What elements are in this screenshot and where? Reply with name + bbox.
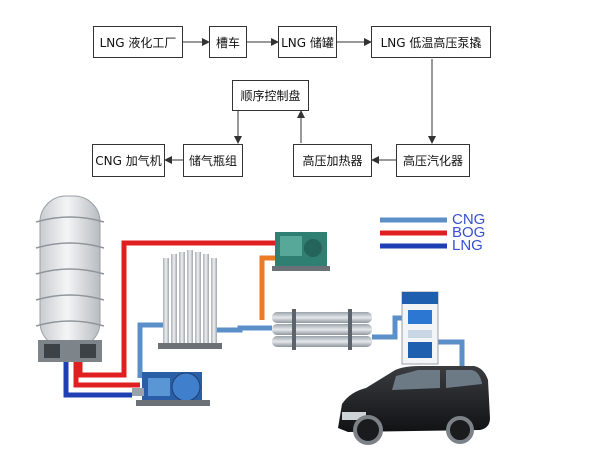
suv-illustration (338, 366, 490, 445)
bog-compressor-illustration (272, 232, 330, 271)
flowchart-arrows (164, 38, 436, 164)
legend-label-lng: LNG (452, 237, 483, 254)
box-low-pressure-pump: LNG 低温高压泵撬 (371, 26, 491, 58)
lng-pump-skid-illustration (132, 372, 210, 406)
bog-pipes (73, 240, 275, 388)
box-sequence-panel: 顺序控制盘 (232, 80, 309, 111)
legend-label-cng: CNG (452, 211, 486, 228)
box-cng-dispenser: CNG 加气机 (92, 144, 165, 177)
legend-label-bog: BOG (452, 224, 486, 241)
box-lng-plant: LNG 液化工厂 (93, 26, 183, 58)
lng-pipes (63, 360, 132, 398)
cng-dispenser-illustration (401, 291, 439, 365)
lng-storage-tank-illustration (35, 195, 105, 362)
box-hp-vaporizer: 高压汽化器 (396, 144, 470, 177)
vaporizer-illustration (158, 250, 222, 349)
orange-pipe (259, 255, 280, 320)
box-hp-heater: 高压加热器 (293, 144, 372, 177)
cylinder-bank-illustration (272, 309, 372, 350)
box-storage-tank: LNG 储罐 (278, 26, 337, 58)
box-tanker: 槽车 (209, 26, 247, 58)
box-cylinder-bank: 储气瓶组 (183, 144, 243, 177)
